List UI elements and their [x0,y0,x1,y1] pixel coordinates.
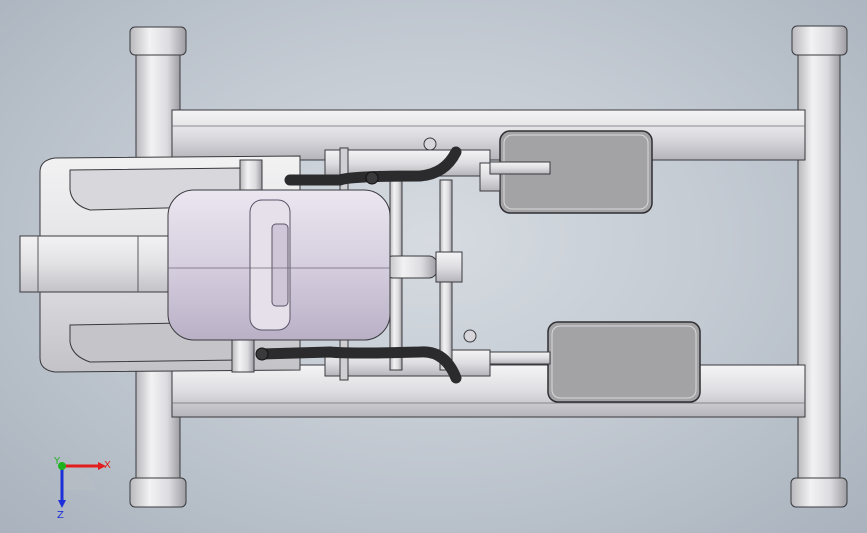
y-axis-arrow [58,462,66,470]
triad-plane [62,465,96,490]
orientation-triad[interactable]: X Y Z [40,450,120,520]
foot-pad-bottom[interactable] [547,321,701,403]
crossbar-right[interactable] [790,25,848,508]
hose-bottom[interactable] [256,346,462,384]
y-axis-label: Y [53,456,61,467]
z-axis-arrowhead [58,500,66,508]
motor-housing[interactable] [167,189,391,341]
hose-top[interactable] [284,146,462,186]
z-axis-label: Z [57,510,64,520]
x-axis-label: X [104,460,111,471]
x-axis-arrowhead [98,462,106,470]
